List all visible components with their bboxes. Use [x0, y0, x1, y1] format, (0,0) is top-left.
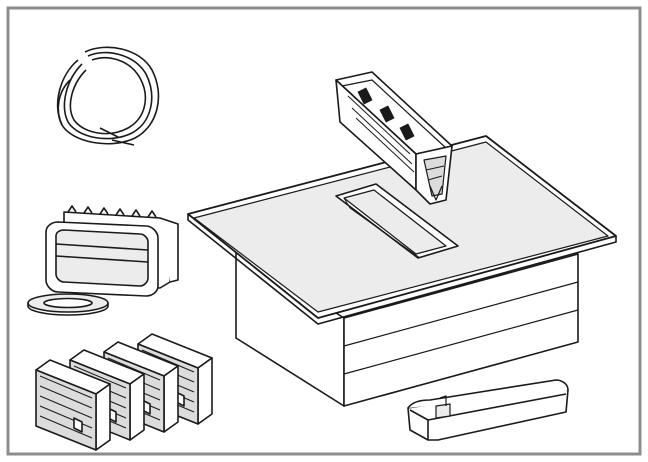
outlet-duct-piece [407, 379, 569, 441]
cable-coil [56, 46, 160, 146]
charcoal-filters [35, 333, 213, 451]
hob-recess-cutout [335, 183, 459, 259]
sealing-tape-roll [27, 293, 109, 316]
charcoal-filter-1 [35, 359, 111, 451]
extractor-fan-unit [335, 71, 453, 205]
duct-adapter [45, 205, 179, 297]
